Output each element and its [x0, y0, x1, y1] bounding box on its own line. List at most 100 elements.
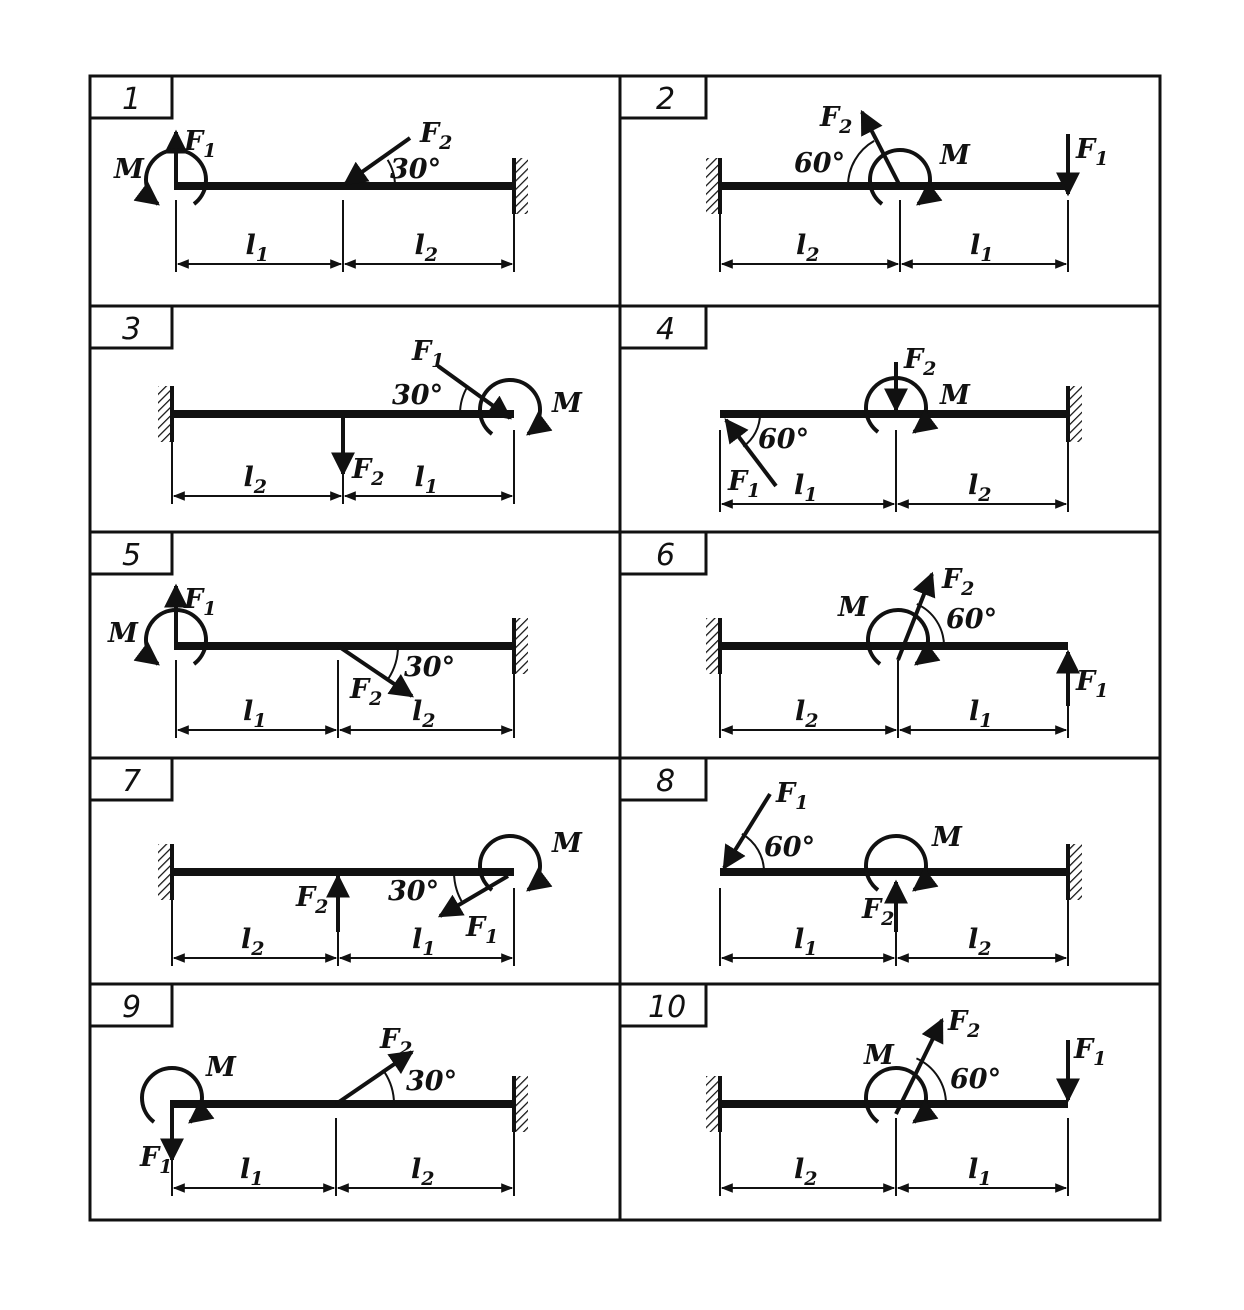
moment-arrow: [478, 378, 553, 436]
moment-label: M: [205, 1052, 237, 1083]
dimension-label: l1: [246, 230, 270, 266]
dimension-label: l2: [968, 470, 992, 506]
dimension-label: l2: [244, 462, 268, 498]
fixed-support-hatch: [1068, 844, 1082, 900]
angle-label: 30°: [390, 154, 441, 185]
dimension-label: l1: [969, 696, 993, 732]
dimension-label: l1: [412, 924, 436, 960]
force-f2: [343, 136, 412, 186]
force-f2-label: F2: [947, 1006, 980, 1042]
force-f2-label: F2: [861, 894, 894, 930]
moment-label: M: [939, 140, 971, 171]
number-box-6: 6: [618, 530, 708, 576]
angle-label: 30°: [392, 380, 443, 411]
moment-label: M: [551, 828, 583, 859]
fixed-support-hatch: [514, 618, 528, 674]
force-f2-label: F2: [903, 344, 936, 380]
dimension-label: l1: [968, 1154, 992, 1190]
angle-arc: [847, 140, 875, 187]
angle-arc: [386, 159, 396, 187]
dimension-label: l2: [968, 924, 992, 960]
fixed-support-hatch: [158, 844, 172, 900]
fixed-support-hatch: [514, 1076, 528, 1132]
dimension-label: l1: [240, 1154, 264, 1190]
force-f1-label: F1: [183, 126, 216, 162]
moment-label: M: [863, 1040, 895, 1071]
panel-number: 7: [122, 764, 141, 799]
dimension-label: l2: [795, 696, 819, 732]
dimension-label: l1: [794, 470, 818, 506]
dimension-label: l1: [970, 230, 994, 266]
fixed-support-hatch: [514, 158, 528, 214]
fixed-support-hatch: [706, 1076, 720, 1132]
number-box-10: 10: [618, 982, 708, 1028]
moment-arrow: [140, 1066, 215, 1124]
force-f1: [437, 874, 510, 918]
angle-arc: [916, 603, 945, 647]
moment-label: M: [939, 380, 971, 411]
moment-arrow: [864, 1066, 939, 1124]
moment-label: M: [931, 822, 963, 853]
dimension-label: l1: [794, 924, 818, 960]
dimension-label: l1: [243, 696, 267, 732]
moment-arrow: [133, 148, 208, 206]
moment-label: M: [113, 154, 145, 185]
fixed-support-hatch: [706, 158, 720, 214]
moment-arrow: [866, 608, 941, 666]
force-f2: [336, 644, 414, 698]
angle-arc: [741, 832, 765, 873]
angle-label: 30°: [404, 652, 455, 683]
force-f2-label: F2: [351, 454, 384, 490]
angle-arc: [742, 413, 761, 448]
angle-arc: [916, 1057, 947, 1105]
dimension-label: l2: [241, 924, 265, 960]
force-f1-label: F1: [775, 778, 808, 814]
number-box-4: 4: [618, 304, 708, 350]
angle-label: 60°: [946, 604, 997, 635]
panel-number: 5: [122, 538, 141, 573]
force-f2: [860, 109, 902, 187]
dimension-label: l2: [794, 1154, 818, 1190]
angle-arc: [459, 385, 469, 415]
dimension-label: l2: [411, 1154, 435, 1190]
moment-arrow: [868, 148, 943, 206]
number-box-1: 1: [88, 74, 174, 120]
force-f2-label: F2: [419, 118, 452, 154]
fixed-support-hatch: [1068, 386, 1082, 442]
force-f2: [894, 1017, 944, 1115]
force-f1-label: F1: [727, 466, 760, 502]
force-f1: [724, 418, 778, 488]
angle-label: 60°: [764, 832, 815, 863]
force-f1-label: F1: [183, 584, 216, 620]
number-box-7: 7: [88, 756, 174, 802]
force-f2-label: F2: [941, 564, 974, 600]
moment-label: M: [107, 618, 139, 649]
angle-label: 60°: [758, 424, 809, 455]
angle-arc: [453, 871, 464, 904]
moment-label: M: [551, 388, 583, 419]
force-f1-label: F1: [1073, 1034, 1106, 1070]
force-f1-label: F1: [411, 336, 444, 372]
force-f2-label: F2: [295, 882, 328, 918]
angle-arc: [383, 1071, 395, 1105]
panel-10: F1 F2 60° Ml2 l1: [706, 1006, 1106, 1196]
angle-label: 60°: [950, 1064, 1001, 1095]
panel-number: 9: [122, 990, 141, 1025]
fixed-support-hatch: [158, 386, 172, 442]
panel-8: F1 60° F2 Ml1 l2: [719, 778, 1082, 966]
panel-number: 6: [656, 538, 675, 573]
dimension-label: l2: [415, 230, 439, 266]
angle-label: 30°: [406, 1066, 457, 1097]
fixed-support-hatch: [706, 618, 720, 674]
force-f2-label: F2: [379, 1024, 412, 1060]
moment-arrow: [478, 834, 553, 892]
panel-number: 3: [122, 312, 141, 347]
number-box-2: 2: [618, 74, 708, 120]
